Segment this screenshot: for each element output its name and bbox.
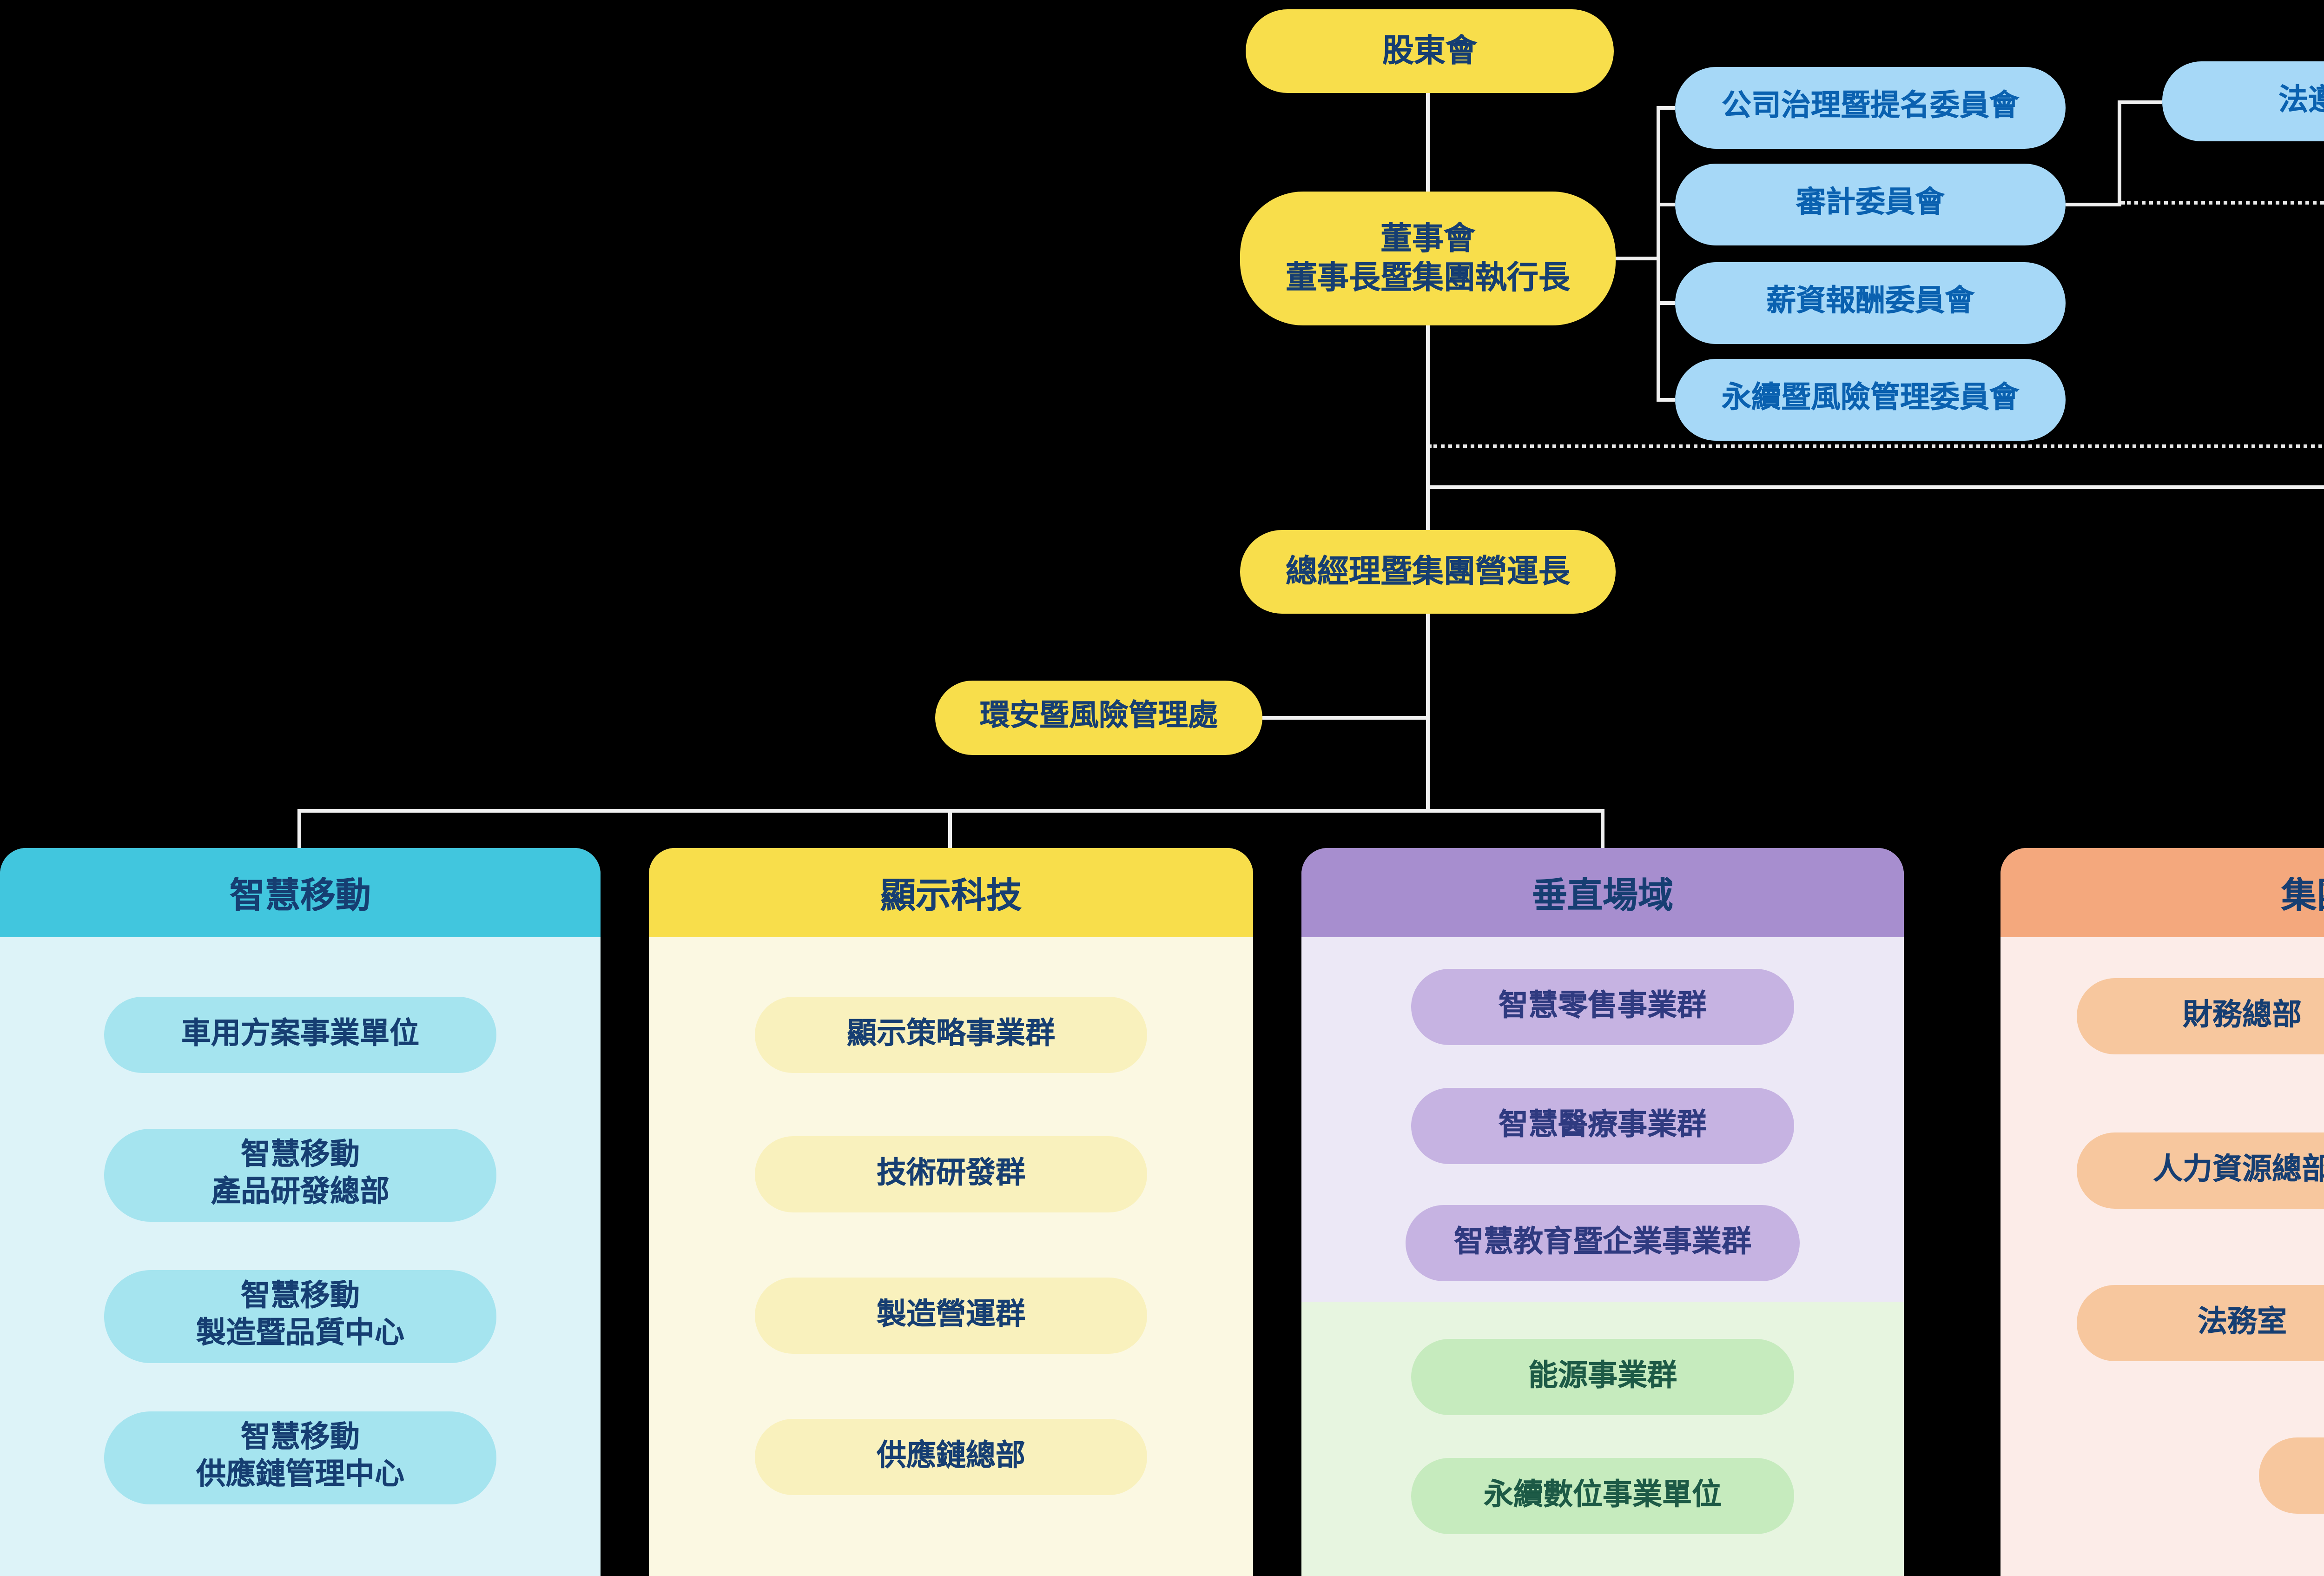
node-ehs-risk-office: 環安暨風險管理處: [935, 681, 1262, 755]
unit-mobility-supply-chain: 智慧移動 供應鏈管理中心: [104, 1411, 496, 1504]
connector-line: [2066, 203, 2121, 206]
connector-line: [1657, 106, 1675, 110]
connector-dotted: [1428, 444, 2324, 448]
connector-line: [2118, 100, 2121, 206]
unit-mobility-product-rd: 智慧移動 產品研發總部: [104, 1129, 496, 1222]
unit-legal-office: 法務室: [2077, 1285, 2324, 1361]
connector-dotted: [2121, 201, 2324, 205]
unit-hr-hq: 人力資源總部: [2077, 1132, 2324, 1209]
node-president-coo: 總經理暨集團營運長: [1240, 530, 1616, 614]
node-shareholders-meeting: 股東會: [1246, 9, 1614, 93]
unit-smart-medical: 智慧醫療事業群: [1411, 1088, 1794, 1164]
node-sustainability-risk-committee: 永續暨風險管理委員會: [1675, 359, 2066, 441]
node-compensation-committee: 薪資報酬委員會: [1675, 262, 2066, 344]
division-group-support: 集團營運支援單位 財務總部 數位技術發展總部 人力資源總部 永續發展總部 法務室…: [2000, 848, 2324, 1576]
division-group-support-title: 集團營運支援單位: [2000, 848, 2324, 937]
unit-technology-rd: 技術研發群: [755, 1136, 1147, 1212]
unit-sustainable-digital: 永續數位事業單位: [1411, 1458, 1794, 1534]
unit-energy-bg: 能源事業群: [1411, 1339, 1794, 1415]
connector-line: [2118, 100, 2162, 104]
division-vertical-domains-title: 垂直場域: [1301, 848, 1904, 937]
division-vertical-domains: 垂直場域 智慧零售事業群 智慧醫療事業群 智慧教育暨企業事業群 能源事業群 永續…: [1301, 848, 1904, 1576]
unit-smart-education-enterprise: 智慧教育暨企業事業群: [1406, 1205, 1800, 1281]
connector-line: [1657, 203, 1675, 206]
node-audit-committee: 審計委員會: [1675, 164, 2066, 245]
division-smart-mobility-title: 智慧移動: [0, 848, 601, 937]
connector-line: [948, 809, 952, 848]
unit-mobility-mfg-quality: 智慧移動 製造暨品質中心: [104, 1270, 496, 1363]
division-display-technology-title: 顯示科技: [649, 848, 1253, 937]
unit-display-strategy: 顯示策略事業群: [755, 997, 1147, 1073]
division-smart-mobility: 智慧移動 車用方案事業單位 智慧移動 產品研發總部 智慧移動 製造暨品質中心 智…: [0, 848, 601, 1576]
connector-line: [1657, 106, 1660, 402]
connector-line: [1428, 485, 2324, 489]
unit-manufacturing-ops: 製造營運群: [755, 1278, 1147, 1354]
connector-line: [1616, 257, 1660, 260]
connector-line: [1657, 398, 1675, 402]
node-chief-compliance-counsel: 法遵總顧問: [2162, 61, 2324, 141]
unit-audit-office: 稽核管理處: [2259, 1437, 2324, 1514]
unit-automotive-solutions: 車用方案事業單位: [104, 997, 496, 1073]
division-display-technology: 顯示科技 顯示策略事業群 技術研發群 製造營運群 供應鏈總部: [649, 848, 1253, 1576]
node-board-of-directors: 董事會 董事長暨集團執行長: [1240, 192, 1616, 325]
connector-line: [1601, 809, 1604, 848]
unit-smart-retail: 智慧零售事業群: [1411, 969, 1794, 1045]
unit-finance-hq: 財務總部: [2077, 978, 2324, 1054]
unit-supply-chain-hq: 供應鏈總部: [755, 1419, 1147, 1495]
connector-line: [1262, 716, 1428, 720]
connector-line: [1657, 301, 1675, 305]
node-governance-nomination-committee: 公司治理暨提名委員會: [1675, 67, 2066, 149]
connector-line: [1426, 93, 1430, 192]
connector-line: [297, 809, 301, 848]
